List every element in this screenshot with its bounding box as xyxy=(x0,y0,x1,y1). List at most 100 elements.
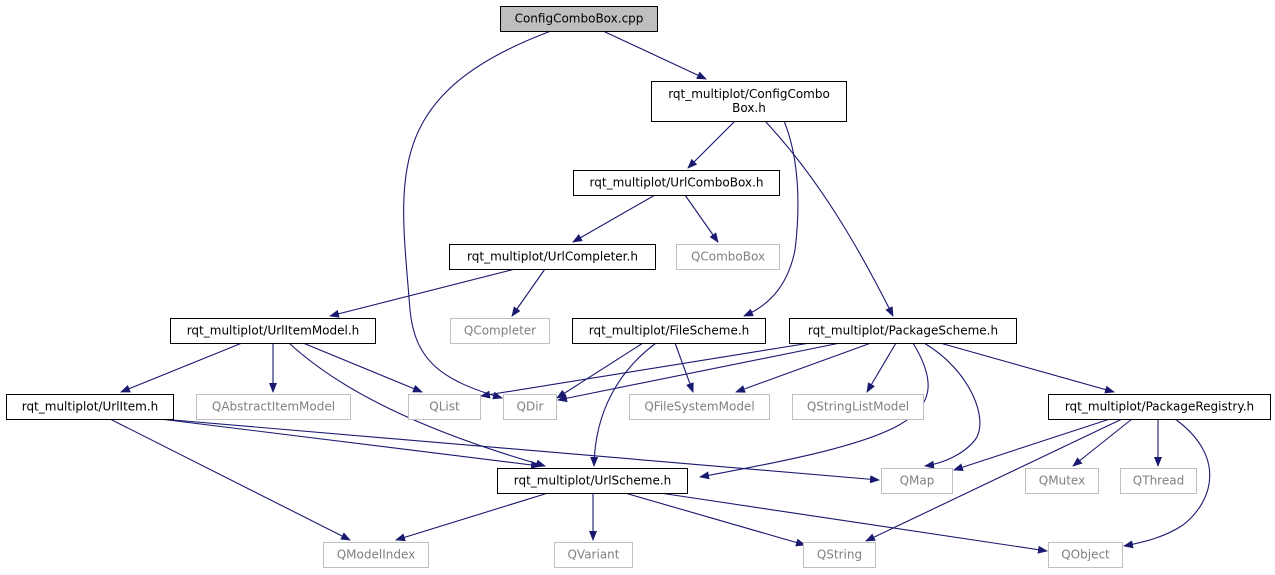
node-label: rqt_multiplot/UrlItemModel.h xyxy=(187,324,360,338)
node-label: QComboBox xyxy=(691,250,765,264)
node-completer[interactable]: rqt_multiplot/UrlCompleter.h xyxy=(449,244,656,270)
node-box xyxy=(803,542,876,568)
node-pkgreg[interactable]: rqt_multiplot/PackageRegistry.h xyxy=(1048,394,1271,420)
node-label: QVariant xyxy=(567,548,619,562)
edge-pkgreg-to-qmutex xyxy=(1072,418,1133,467)
node-box xyxy=(629,394,770,420)
edge-cfg_cpp-to-cfg_h xyxy=(602,30,707,80)
edges-layer xyxy=(109,30,1211,554)
node-label: QString xyxy=(817,548,862,562)
node-box xyxy=(1048,542,1123,568)
node-qmodelindex[interactable]: QModelIndex xyxy=(323,542,429,568)
node-qdir[interactable]: QDir xyxy=(503,394,557,420)
node-box xyxy=(323,542,429,568)
nodes-layer: ConfigComboBox.cpp rqt_multiplot/ConfigCo… xyxy=(6,6,1271,568)
node-box xyxy=(651,81,847,122)
node-box xyxy=(500,6,658,32)
edge-pkgreg-to-qstring xyxy=(865,418,1123,542)
node-qmap[interactable]: QMap xyxy=(881,468,953,494)
edge-urlitem-to-qmap xyxy=(172,419,880,484)
node-cfg_h[interactable]: rqt_multiplot/ConfigComboBox.h xyxy=(651,81,847,122)
node-label: rqt_multiplot/UrlCompleter.h xyxy=(467,250,638,264)
edge-pkgscheme-to-qlist xyxy=(480,342,811,399)
node-urlscheme[interactable]: rqt_multiplot/UrlScheme.h xyxy=(497,468,688,494)
node-label: rqt_multiplot/ConfigCombo xyxy=(668,87,830,101)
node-qmutex[interactable]: QMutex xyxy=(1025,468,1099,494)
node-box xyxy=(497,468,688,494)
edge-urlscheme-to-qobject xyxy=(659,492,1048,554)
node-cfg_cpp[interactable]: ConfigComboBox.cpp xyxy=(500,6,658,32)
node-box xyxy=(449,244,656,270)
node-pkgscheme[interactable]: rqt_multiplot/PackageScheme.h xyxy=(789,318,1017,344)
node-label: QObject xyxy=(1061,548,1110,562)
node-box xyxy=(554,542,633,568)
node-label: QThread xyxy=(1133,474,1184,488)
node-box xyxy=(676,244,780,270)
node-label: rqt_multiplot/PackageRegistry.h xyxy=(1065,400,1254,414)
edge-urlitem-to-urlscheme xyxy=(159,418,541,469)
node-box xyxy=(1025,468,1099,494)
node-itemmodel[interactable]: rqt_multiplot/UrlItemModel.h xyxy=(170,318,376,344)
edge-pkgscheme-to-qdir xyxy=(557,342,841,403)
node-label: QMap xyxy=(900,474,935,488)
node-qslmodel[interactable]: QStringListModel xyxy=(792,394,924,420)
node-label: QDir xyxy=(517,400,544,414)
edge-urlcombo-to-completer xyxy=(572,194,656,243)
node-qcompleter[interactable]: QCompleter xyxy=(450,318,550,344)
edge-filescheme-to-qdir xyxy=(556,342,644,399)
node-urlcombo[interactable]: rqt_multiplot/UrlComboBox.h xyxy=(573,170,780,196)
edge-itemmodel-to-urlitem xyxy=(120,342,243,393)
edge-cfg_h-to-urlcombo xyxy=(687,120,736,169)
edge-cfg_h-to-filescheme xyxy=(743,120,799,317)
edge-pkgscheme-to-qslmodel xyxy=(866,342,897,393)
edge-pkgscheme-to-urlscheme xyxy=(699,342,929,480)
node-label: QStringListModel xyxy=(807,400,909,414)
edge-filescheme-to-urlscheme xyxy=(590,342,657,467)
node-label: QModelIndex xyxy=(337,548,416,562)
edge-filescheme-to-qfsmodel xyxy=(674,342,694,393)
node-qvariant[interactable]: QVariant xyxy=(554,542,633,568)
node-qlist[interactable]: QList xyxy=(408,394,481,420)
edge-itemmodel-to-qlist xyxy=(302,342,423,393)
node-box xyxy=(408,394,481,420)
edge-pkgscheme-to-pkgreg xyxy=(939,342,1115,394)
node-label: Box.h xyxy=(732,101,766,115)
edge-pkgreg-to-qmap xyxy=(953,418,1111,472)
node-label: QFileSystemModel xyxy=(644,400,754,414)
node-qthread[interactable]: QThread xyxy=(1120,468,1197,494)
node-qfsmodel[interactable]: QFileSystemModel xyxy=(629,394,770,420)
node-filescheme[interactable]: rqt_multiplot/FileScheme.h xyxy=(572,318,766,344)
edge-pkgscheme-to-qmap xyxy=(923,342,981,469)
edge-cfg_h-to-pkgscheme xyxy=(764,120,894,317)
node-label: QAbstractItemModel xyxy=(212,400,335,414)
node-label: rqt_multiplot/FileScheme.h xyxy=(589,324,750,338)
edge-completer-to-qcompleter xyxy=(511,268,546,317)
node-qstring[interactable]: QString xyxy=(803,542,876,568)
node-label: rqt_multiplot/PackageScheme.h xyxy=(808,324,998,338)
node-label: QMutex xyxy=(1039,474,1085,488)
edge-completer-to-itemmodel xyxy=(329,268,516,318)
node-box xyxy=(450,318,550,344)
node-box xyxy=(170,318,376,344)
edge-pkgscheme-to-qfsmodel xyxy=(735,342,872,393)
node-box xyxy=(572,318,766,344)
node-label: ConfigComboBox.cpp xyxy=(515,12,644,26)
edge-urlscheme-to-qmodelindex xyxy=(395,492,549,542)
node-box xyxy=(1048,394,1271,420)
node-box xyxy=(6,394,174,420)
edge-urlscheme-to-qstring xyxy=(624,492,806,547)
edge-cfg_cpp-to-qdir xyxy=(403,30,552,400)
node-box xyxy=(503,394,557,420)
edge-urlitem-to-qmodelindex xyxy=(109,418,351,541)
node-label: QList xyxy=(429,400,460,414)
node-qcombobox[interactable]: QComboBox xyxy=(676,244,780,270)
node-label: rqt_multiplot/UrlComboBox.h xyxy=(590,176,764,190)
node-qabstract[interactable]: QAbstractItemModel xyxy=(196,394,351,420)
node-box xyxy=(792,394,924,420)
edge-urlcombo-to-qcombobox xyxy=(684,194,719,243)
node-qobject[interactable]: QObject xyxy=(1048,542,1123,568)
node-urlitem[interactable]: rqt_multiplot/UrlItem.h xyxy=(6,394,174,420)
node-label: rqt_multiplot/UrlScheme.h xyxy=(514,474,672,488)
node-box xyxy=(881,468,953,494)
